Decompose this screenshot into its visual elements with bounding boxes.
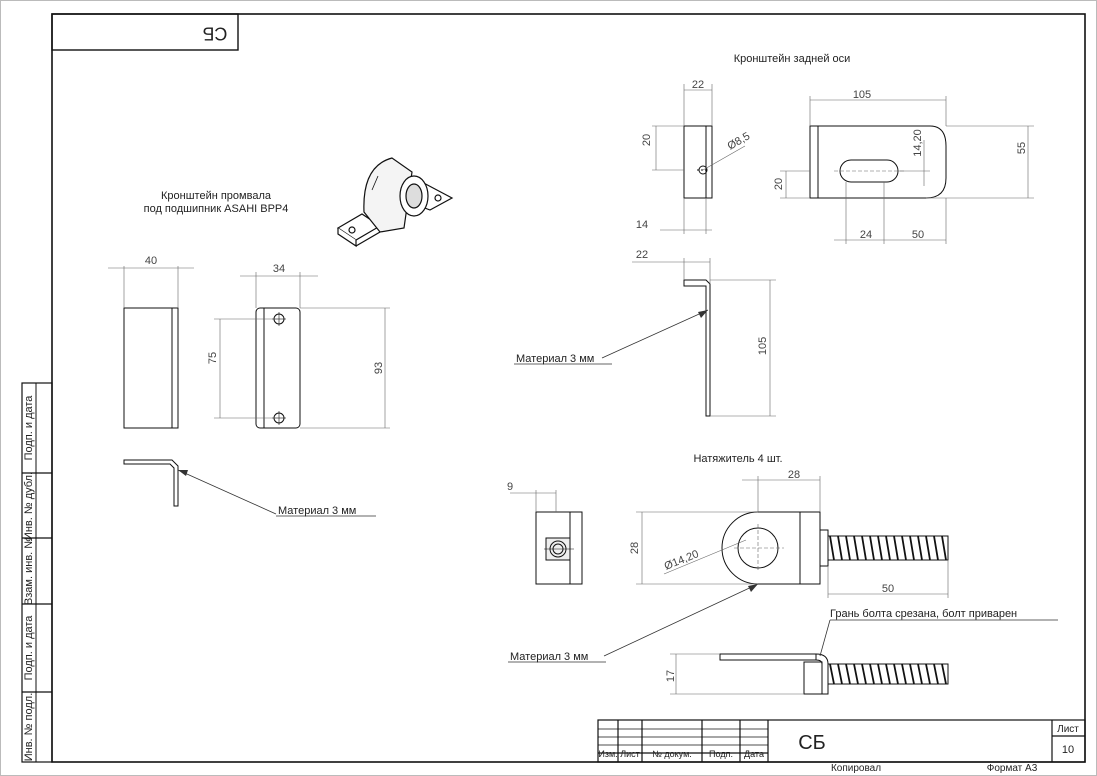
shaft-front-view xyxy=(214,272,390,429)
rear-dim-22b: 22 xyxy=(636,249,648,261)
tb-sheet-label: Лист xyxy=(1057,724,1079,735)
rear-dim-22a: 22 xyxy=(692,79,704,91)
shaft-title-2: под подшипник ASAHI BPP4 xyxy=(144,203,289,215)
rear-dim-14: 14 xyxy=(636,219,648,231)
rear-dim-24: 24 xyxy=(860,229,872,241)
rear-dim-105b: 105 xyxy=(757,337,769,355)
tb-code: СБ xyxy=(798,732,826,754)
rear-dim-50: 50 xyxy=(912,229,924,241)
rear-dim-55: 55 xyxy=(1016,142,1028,154)
rear-axle-side-view xyxy=(652,84,746,234)
rear-dim-105: 105 xyxy=(853,89,871,101)
shaft-dim-75: 75 xyxy=(207,352,219,364)
tb-header-doc: № докум. xyxy=(652,749,692,759)
rear-axle-profile xyxy=(514,258,776,417)
rear-dim-20a: 20 xyxy=(641,134,653,146)
tb-header-izm: Изм. xyxy=(598,749,617,759)
rear-leader-arrow xyxy=(698,310,708,318)
rear-axle-front-view xyxy=(780,96,1034,244)
title-block xyxy=(597,719,1086,763)
tb-header-list: Лист xyxy=(620,749,640,759)
strip-label-3: Взам. инв. № xyxy=(23,537,35,605)
shaft-leader-arrow xyxy=(178,470,188,476)
rear-dim-20b: 20 xyxy=(773,178,785,190)
tensioner-title: Натяжитель 4 шт. xyxy=(693,453,782,465)
tensioner-note: Грань болта срезана, болт приварен xyxy=(830,608,1017,620)
tb-sheet-number: 10 xyxy=(1062,744,1074,756)
rear-material: Материал 3 мм xyxy=(516,353,594,365)
tensioner-dim-50: 50 xyxy=(882,583,894,595)
shaft-profile xyxy=(123,459,376,517)
shaft-dim-40: 40 xyxy=(145,255,157,267)
tensioner-dim-17: 17 xyxy=(665,670,677,682)
tensioner-material: Материал 3 мм xyxy=(510,651,588,663)
shaft-title-1: Кронштейн промвала xyxy=(161,190,272,202)
strip-label-2: Инв. № дубл. xyxy=(23,472,35,540)
bearing-isometric xyxy=(336,157,454,248)
rear-dim-1420: 14,20 xyxy=(912,129,924,157)
tb-format: Формат А3 xyxy=(987,763,1038,774)
shaft-material: Материал 3 мм xyxy=(278,505,356,517)
tensioner-dim-28a: 28 xyxy=(788,469,800,481)
top-stamp: СБ xyxy=(51,13,239,51)
tensioner-front-view xyxy=(508,476,949,663)
strip-label-5: Инв. № подл. xyxy=(23,693,35,762)
shaft-dim-93: 93 xyxy=(373,362,385,374)
tensioner-leader-arrow xyxy=(748,584,758,592)
tensioner-dim-9: 9 xyxy=(507,481,513,493)
left-binding-strip: Подп. и дата Инв. № дубл. Взам. инв. № П… xyxy=(21,382,53,763)
tensioner-bottom-view xyxy=(670,619,1058,695)
tb-copied: Копировал xyxy=(831,763,881,774)
strip-label-1: Подп. и дата xyxy=(23,395,35,461)
strip-label-4: Подп. и дата xyxy=(23,615,35,681)
tensioner-dim-hole: Ø14,20 xyxy=(663,548,701,573)
tb-header-sign: Подп. xyxy=(709,749,733,759)
rear-axle-title: Кронштейн задней оси xyxy=(734,53,851,65)
tensioner-dim-28b: 28 xyxy=(629,542,641,554)
top-stamp-code: СБ xyxy=(203,23,228,43)
tb-header-date: Дата xyxy=(744,749,764,759)
tensioner-side-view xyxy=(510,490,583,585)
shaft-dim-34: 34 xyxy=(273,263,285,275)
shaft-side-view xyxy=(108,266,194,429)
